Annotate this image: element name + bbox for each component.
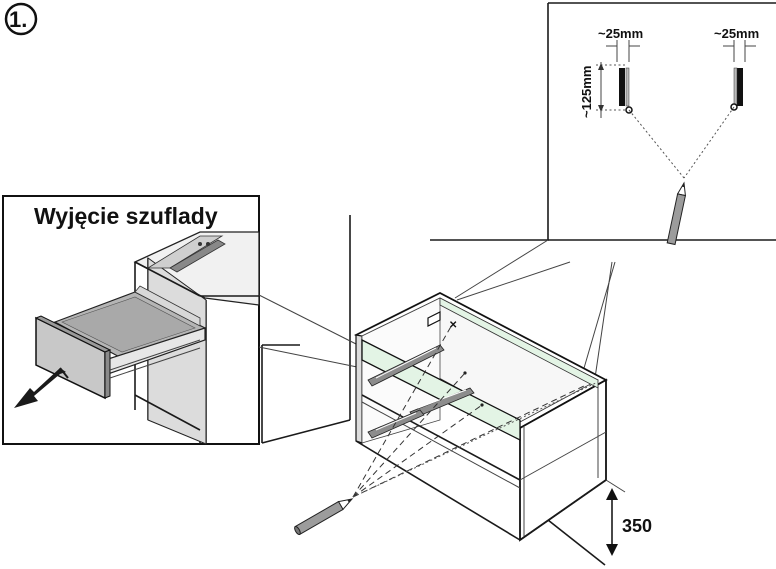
callout-leader-2 [456,261,571,301]
wall [261,215,606,566]
step-circle [4,2,38,36]
dimension-right: ~25mm [714,26,759,62]
step-badge: 1. [4,2,38,36]
inset-drawer [34,285,207,400]
pencil-icon [294,498,354,536]
cabinet-side [355,334,363,444]
hole-detail-callout: ~25mm ~25mm ~125mm [430,2,776,379]
mark-cross-1: ✕ [449,320,457,331]
floor-line-right [547,519,606,566]
dimension-left: ~25mm [598,26,643,62]
hanger-bracket-right [730,67,743,111]
drawer-removal-inset: Wyjęcie szuflady [2,195,363,445]
inset-leader-2 [258,346,363,369]
marking-lines [352,322,599,498]
mount-height-label: 350 [622,516,652,536]
cabinet-mid-rail [361,394,521,481]
dimension-height: ~125mm [579,62,626,118]
hanger-bracket-left [619,67,633,114]
mounting-slot [427,311,441,327]
arrow-icon [14,367,69,408]
callout-leader-3 [581,261,616,376]
marking-line-right [683,106,735,179]
marking-line-left [628,109,685,179]
inset-leader-1 [258,294,363,348]
wall-cabinet: ✕ [354,291,608,542]
cabinet-bottom-edge [355,440,521,541]
inset-title: Wyjęcie szuflady [34,203,218,229]
mount-height-dimension: 350 [605,479,652,556]
pencil-icon [666,181,687,246]
spacing-right-label: ~25mm [714,26,759,41]
height-label: ~125mm [579,66,594,118]
callout-leader-4 [594,261,613,379]
top-rail-highlight [439,297,599,389]
spacing-left-label: ~25mm [598,26,643,41]
callout-frame [430,3,549,241]
wall-floor-line-left [261,419,351,444]
step-number: 1. [9,7,27,32]
mark-point-2 [480,403,484,407]
drawer-runners [367,344,475,439]
callout-leader-1 [454,239,549,299]
